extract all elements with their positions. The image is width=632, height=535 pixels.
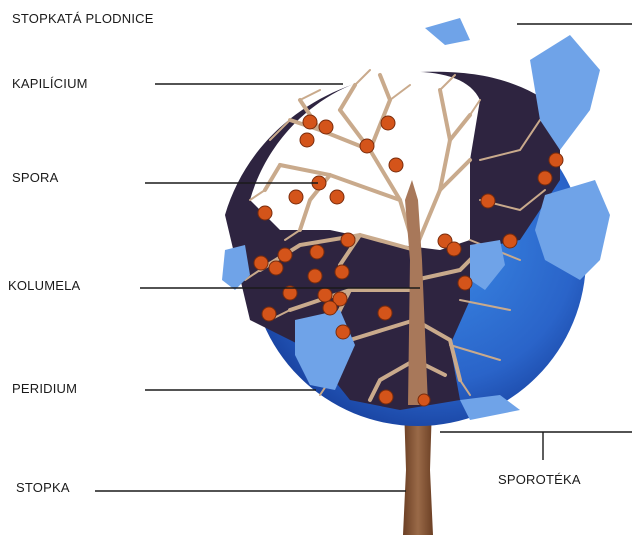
label-kolumela: KOLUMELA	[8, 278, 80, 293]
label-kapilicium: KAPILÍCIUM	[12, 76, 88, 91]
label-stopkata-plodnice: STOPKATÁ PLODNICE	[12, 11, 154, 26]
label-spora: SPORA	[12, 170, 59, 185]
label-stopka: STOPKA	[16, 480, 70, 495]
label-peridium: PERIDIUM	[12, 381, 77, 396]
label-sporoteka: SPOROTÉKA	[498, 472, 581, 487]
